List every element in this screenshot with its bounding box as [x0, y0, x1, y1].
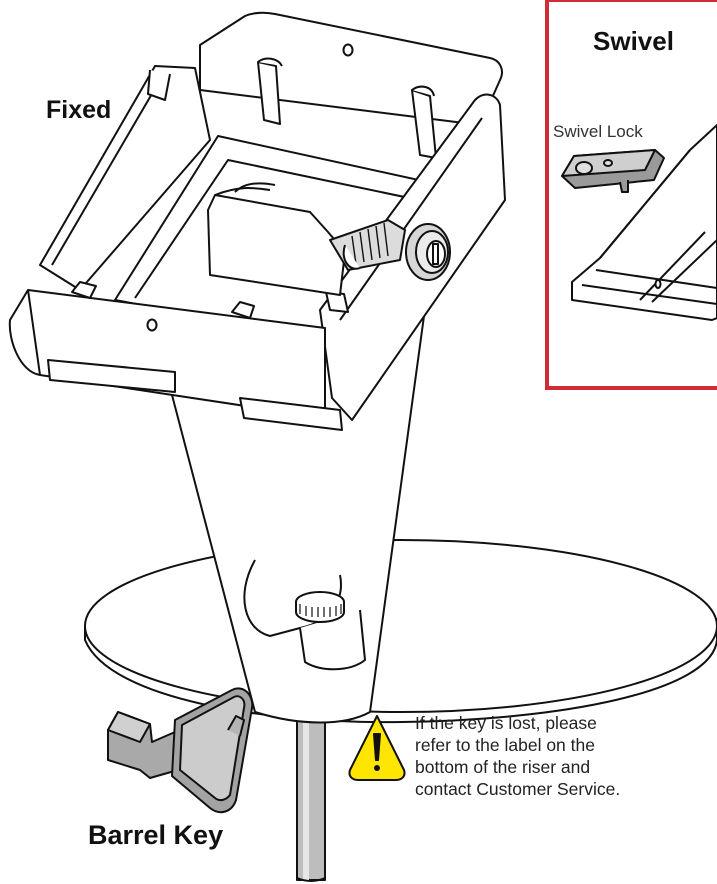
swivel-highlight-box	[545, 0, 717, 390]
notice-line: If the key is lost, please	[415, 713, 597, 733]
notice-line: bottom of the riser and	[415, 757, 591, 777]
barrel-key	[107, 687, 254, 814]
barrel-key-label: Barrel Key	[88, 820, 224, 850]
warning-triangle-icon	[348, 715, 406, 781]
swivel-enclosure-detail	[571, 124, 717, 321]
swivel-lock-label: Swivel Lock	[553, 122, 643, 141]
fixed-enclosure	[8, 11, 506, 431]
fixed-label: Fixed	[46, 96, 112, 124]
lost-key-notice: If the key is lost, please refer to the …	[415, 712, 715, 800]
notice-line: contact Customer Service.	[415, 779, 621, 799]
swivel-label: Swivel	[593, 26, 674, 56]
base-disc	[84, 539, 717, 724]
notice-line: refer to the label on the	[415, 735, 595, 755]
mount-post	[296, 711, 326, 882]
swivel-lock-part	[561, 149, 665, 193]
